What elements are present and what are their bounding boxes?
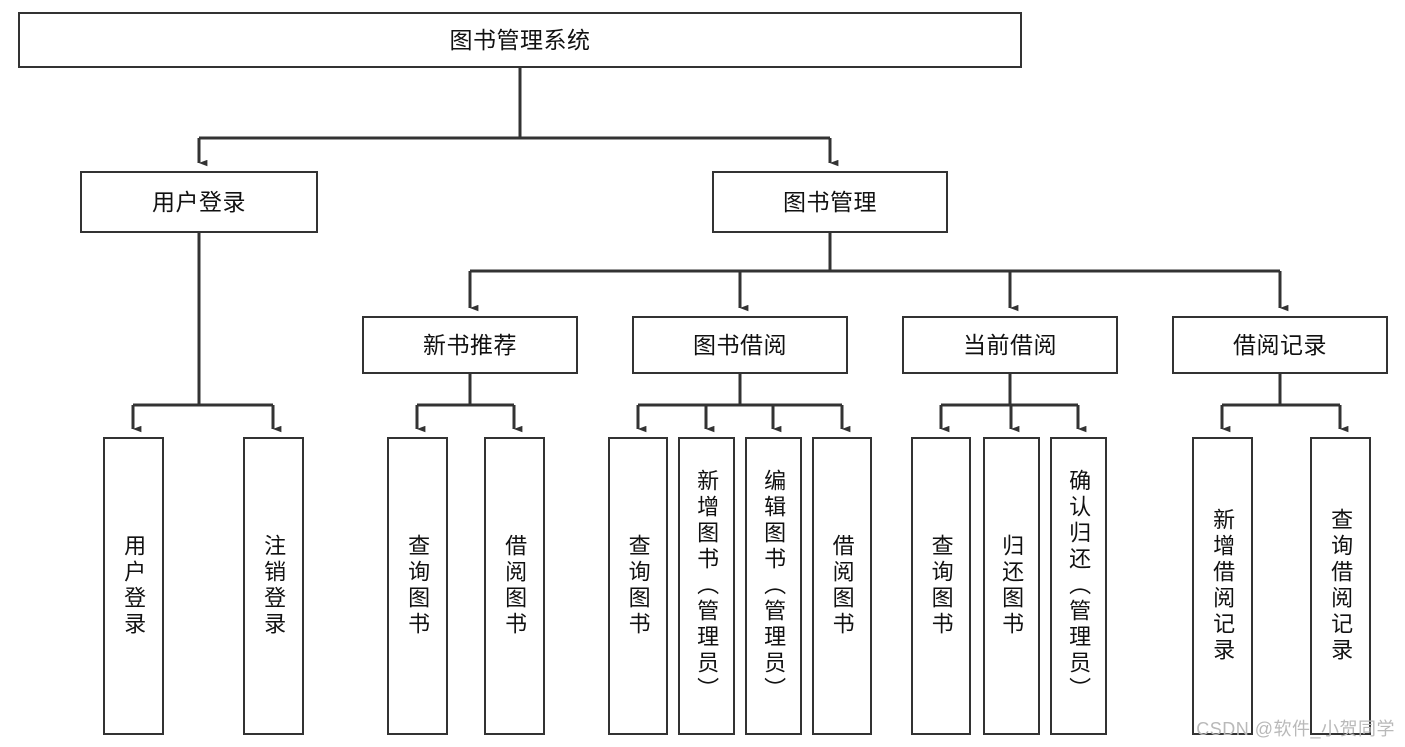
- node-label: 编辑图书（管理员）: [761, 469, 787, 703]
- node-leaf-borrow-book-1[interactable]: 借阅图书: [484, 437, 545, 735]
- node-label: 图书借阅: [693, 331, 787, 358]
- watermark-text: CSDN @软件_小贺同学: [1196, 719, 1395, 739]
- node-label: 查询借阅记录: [1328, 508, 1354, 664]
- node-label: 图书管理系统: [449, 26, 591, 53]
- node-root[interactable]: 图书管理系统: [18, 12, 1022, 68]
- node-label: 查询图书: [928, 534, 954, 638]
- node-leaf-add-book[interactable]: 新增图书（管理员）: [678, 437, 735, 735]
- node-leaf-query-book-3[interactable]: 查询图书: [911, 437, 971, 735]
- node-leaf-query-book-1[interactable]: 查询图书: [387, 437, 448, 735]
- node-label: 借阅图书: [502, 534, 528, 638]
- node-label: 归还图书: [999, 534, 1025, 638]
- node-label: 用户登录: [121, 534, 147, 638]
- node-label: 新增图书（管理员）: [694, 469, 720, 703]
- node-leaf-return-book[interactable]: 归还图书: [983, 437, 1040, 735]
- node-label: 确认归还（管理员）: [1066, 469, 1092, 703]
- node-leaf-query-borrow-record[interactable]: 查询借阅记录: [1310, 437, 1371, 735]
- node-book-manage[interactable]: 图书管理: [712, 171, 948, 233]
- node-leaf-logout[interactable]: 注销登录: [243, 437, 304, 735]
- node-label: 新增借阅记录: [1210, 508, 1236, 664]
- node-leaf-confirm-return[interactable]: 确认归还（管理员）: [1050, 437, 1107, 735]
- node-current-borrow[interactable]: 当前借阅: [902, 316, 1118, 374]
- node-new-book-recommendation[interactable]: 新书推荐: [362, 316, 578, 374]
- node-leaf-add-borrow-record[interactable]: 新增借阅记录: [1192, 437, 1253, 735]
- node-borrow-record[interactable]: 借阅记录: [1172, 316, 1388, 374]
- node-leaf-edit-book[interactable]: 编辑图书（管理员）: [745, 437, 802, 735]
- node-label: 注销登录: [261, 534, 287, 638]
- node-leaf-borrow-book-2[interactable]: 借阅图书: [812, 437, 872, 735]
- node-label: 当前借阅: [963, 331, 1057, 358]
- node-label: 图书管理: [783, 188, 877, 215]
- node-label: 借阅记录: [1233, 331, 1327, 358]
- node-label: 查询图书: [405, 534, 431, 638]
- node-label: 新书推荐: [423, 331, 517, 358]
- node-label: 查询图书: [625, 534, 651, 638]
- node-leaf-query-book-2[interactable]: 查询图书: [608, 437, 668, 735]
- node-book-borrow[interactable]: 图书借阅: [632, 316, 848, 374]
- node-label: 用户登录: [152, 188, 246, 215]
- node-leaf-user-login[interactable]: 用户登录: [103, 437, 164, 735]
- node-label: 借阅图书: [829, 534, 855, 638]
- node-user-login[interactable]: 用户登录: [80, 171, 318, 233]
